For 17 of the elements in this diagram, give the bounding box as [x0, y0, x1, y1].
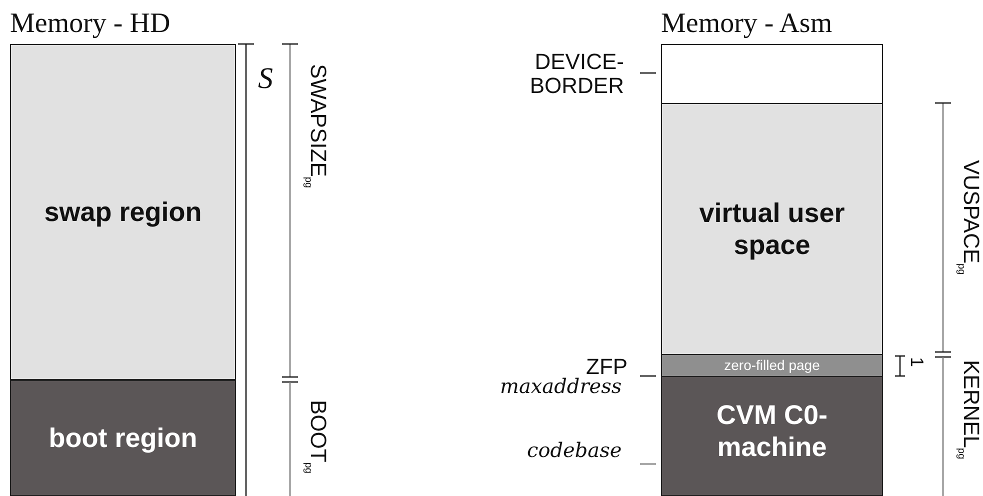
- region-label: zero-filled page: [724, 357, 820, 374]
- memory-region: [661, 103, 883, 355]
- memory-region: [661, 354, 883, 377]
- dimension-label: 1: [906, 357, 926, 368]
- region-label: swap region: [44, 196, 202, 228]
- memory-region: [10, 44, 236, 380]
- memory-region: [661, 44, 883, 104]
- address-label: codebase: [527, 438, 622, 462]
- region-label: boot region: [48, 422, 198, 454]
- memory-region: [10, 380, 236, 496]
- memory-title: Memory - Asm: [661, 8, 832, 40]
- address-label: DEVICE-BORDER: [528, 50, 624, 98]
- memory-title: Memory - HD: [10, 8, 170, 40]
- region-label: virtual user space: [698, 196, 846, 262]
- memory-region: [661, 376, 883, 496]
- size-symbol: S: [258, 62, 273, 96]
- region-label: CVM C0-machine: [715, 398, 828, 464]
